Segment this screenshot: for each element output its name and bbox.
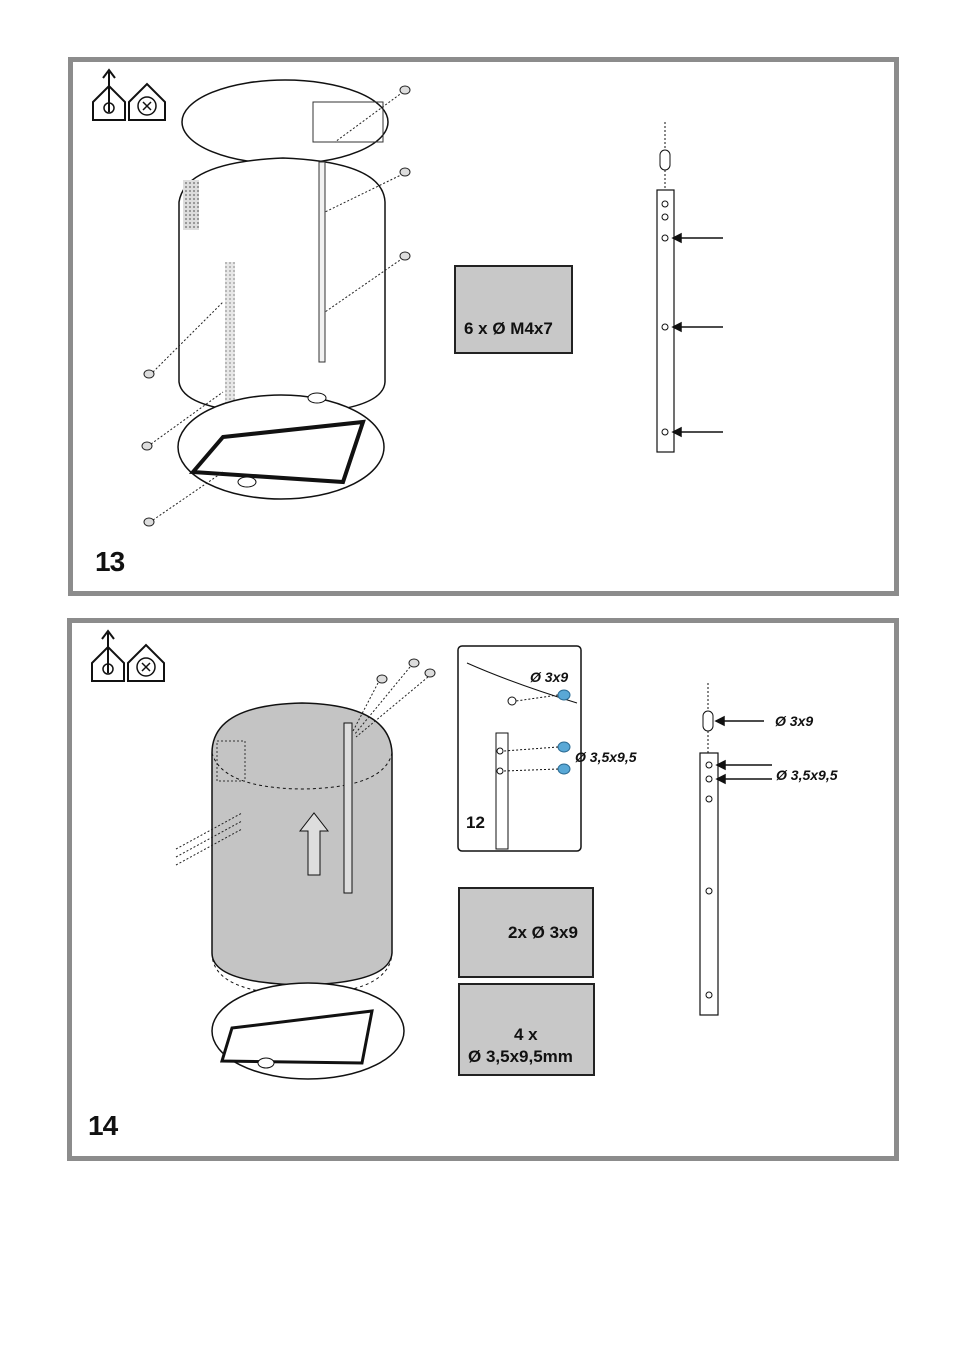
screw-spec-size: Ø 3,5x9,5mm [468,1047,573,1066]
detail-label-bottom: Ø 3,5x9,5 [575,749,637,765]
ducted-extraction-icon [92,68,126,121]
screw-spec-box: 6 x Ø M4x7 [454,265,573,354]
detail-label-top: Ø 3x9 [530,669,569,685]
hood-cover [211,702,405,1080]
bracket-label-top: Ø 3x9 [775,713,814,729]
screw-spec-qty: 4 x [514,1025,538,1044]
detail-view [457,645,582,852]
step-13-drawing [92,68,723,527]
recirculation-icon [128,82,166,121]
recirculation-icon [127,643,165,682]
bracket-strip [656,122,723,453]
screw-spec-label-1: 2x Ø 3x9 [508,923,578,942]
screw-spec-box-2: 4 x Ø 3,5x9,5mm [458,983,595,1076]
hood-cylinder [177,79,389,500]
detail-ref-number: 12 [466,813,485,832]
screws [175,658,436,866]
step-14-panel: 14 Ø 3x9 Ø 3,5x9,5 12 2x Ø 3x9 4 x Ø 3,5… [67,618,899,1161]
step-14-drawing [91,629,772,1080]
step-13-panel: 13 6 x Ø M4x7 [68,57,899,596]
ducted-extraction-icon [91,629,125,682]
step-number: 13 [95,546,125,577]
bracket-strip [699,683,772,1016]
screws [141,85,411,527]
step-number: 14 [88,1110,118,1141]
bracket-label-bottom: Ø 3,5x9,5 [776,767,838,783]
screw-spec-label: 6 x Ø M4x7 [464,319,553,338]
screw-spec-box-1: 2x Ø 3x9 [458,887,594,978]
